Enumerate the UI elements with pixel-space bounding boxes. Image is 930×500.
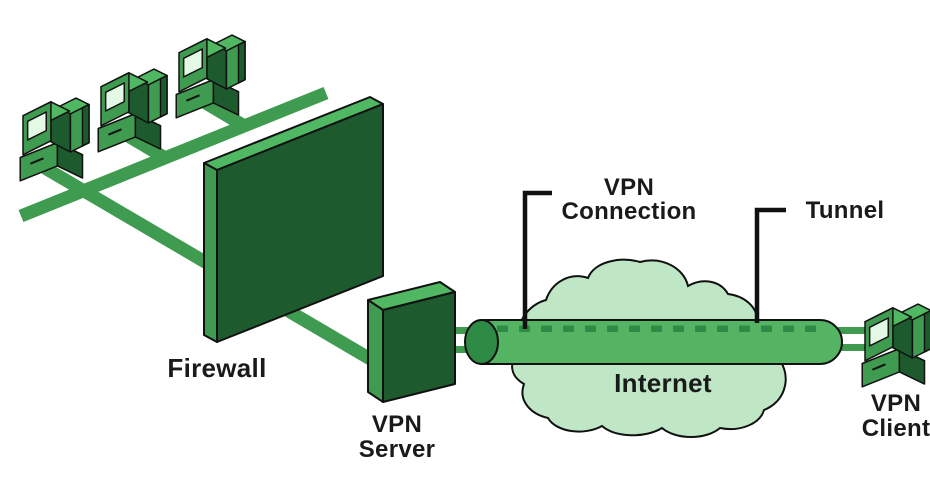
vpn-server-icon [367,281,456,403]
server-tunnel-connectors [450,327,472,353]
tunnel-end-cap [464,319,499,365]
tunnel-callout-line [754,207,786,323]
server-left-face [367,299,384,403]
tunnel-label: Tunnel [806,197,885,224]
vpn-client-label-line2: Client [862,415,930,442]
internet-label: Internet [614,368,712,398]
server-front-face [382,291,456,403]
vpn-connection-label-line1: VPN [604,174,654,201]
connector-bar [450,346,472,353]
vpn-tunnel-icon [464,319,843,365]
vpn-connection-callout-line [522,190,552,329]
firewall-label: Firewall [167,353,266,383]
connector-bar [838,327,867,334]
vpn-connection-label-line2: Connection [562,198,697,225]
connector-bar [450,327,472,334]
vpn-client-label-line1: VPN [871,390,921,417]
vpn-server-label-line1: VPN [372,411,422,438]
firewall-panel [216,103,384,343]
connector-bar [838,344,867,351]
client-tunnel-connectors [838,327,867,351]
tunnel-dashed-line [497,325,816,332]
lan-backbone-line [18,86,329,223]
firewall-icon [203,96,384,343]
vpn-server-label-line2: Server [359,436,436,463]
vpn-client-icon [861,303,930,388]
firewall-left-edge [203,162,218,343]
